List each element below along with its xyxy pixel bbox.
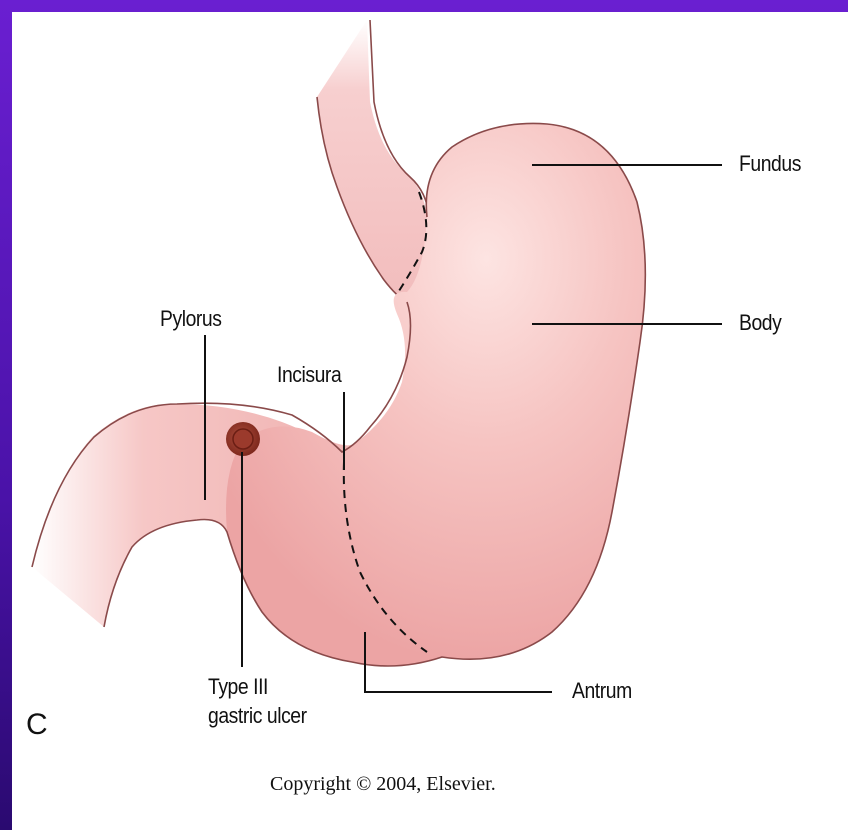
incisura-label: Incisura <box>277 364 341 386</box>
body-label: Body <box>739 312 781 334</box>
stomach <box>226 123 645 666</box>
ulcer-label-line2: gastric ulcer <box>208 705 307 727</box>
fundus-label: Fundus <box>739 153 801 175</box>
stomach-diagram <box>12 12 848 830</box>
copyright-notice: Copyright © 2004, Elsevier. <box>270 774 496 794</box>
ulcer-label-line1: Type III <box>208 676 268 698</box>
pylorus-label: Pylorus <box>160 308 221 330</box>
diagram-frame: Fundus Body Pylorus Incisura Type III ga… <box>12 12 848 830</box>
ulcer-crater <box>233 429 253 449</box>
panel-letter: C <box>26 710 47 740</box>
antrum-label: Antrum <box>572 680 632 702</box>
